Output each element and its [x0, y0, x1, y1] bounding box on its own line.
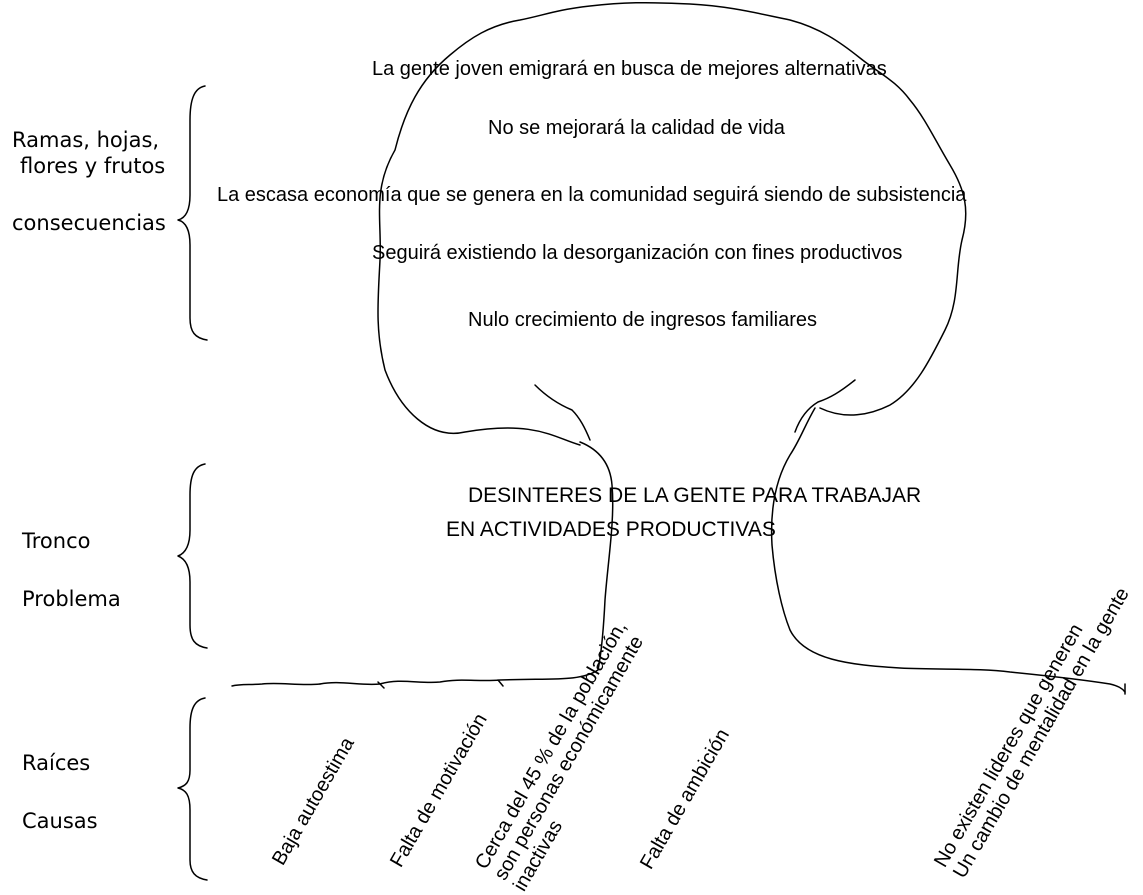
consequence-5: Nulo crecimiento de ingresos familiares	[468, 309, 818, 331]
root-tick-1	[377, 681, 385, 689]
brace-causes	[177, 697, 208, 881]
problem-line-2: EN ACTIVIDADES PRODUCTIVAS	[446, 518, 776, 541]
root-line-left	[231, 682, 321, 687]
label-problema: Problema	[22, 587, 121, 611]
root-tick-2	[497, 679, 504, 687]
consequence-1: La gente joven emigrará en busca de mejo…	[372, 58, 887, 80]
problem-line-1: DESINTERES DE LA GENTE PARA TRABAJAR	[468, 484, 922, 507]
tree-crown	[377, 1, 967, 446]
label-raices: Raíces	[22, 751, 91, 775]
trunk-right	[770, 407, 1126, 693]
label-causas: Causas	[22, 809, 98, 833]
brace-consequences	[177, 85, 208, 341]
label-consecuencias: consecuencias	[12, 211, 166, 235]
label-flores: flores y frutos	[20, 154, 166, 178]
crown-inner-right	[794, 379, 856, 433]
brace-problem	[177, 463, 208, 649]
trunk-left	[319, 441, 614, 686]
crown-inner-left	[534, 384, 591, 441]
label-tronco: Tronco	[22, 529, 91, 553]
consequence-3: La escasa economía que se genera en la c…	[217, 184, 967, 206]
consequence-4: Seguirá existiendo la desorganización co…	[372, 242, 903, 264]
label-ramas: Ramas, hojas,	[12, 128, 160, 152]
consequence-2: No se mejorará la calidad de vida	[488, 117, 785, 139]
